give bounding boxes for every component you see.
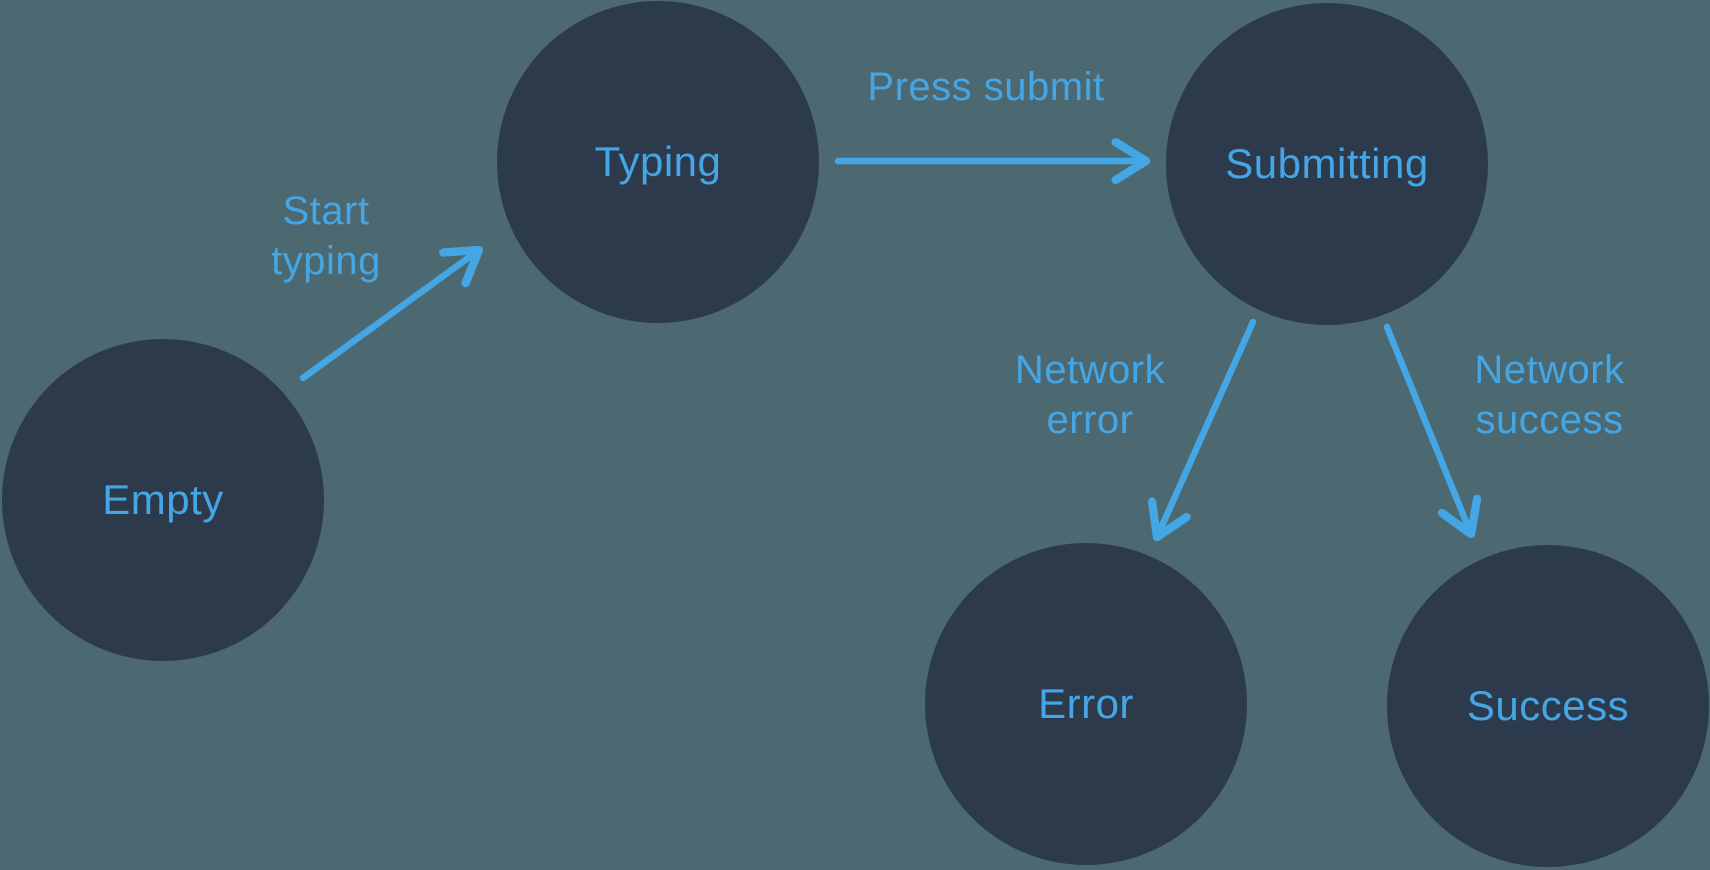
arrow-submitting-to-success <box>1383 323 1471 534</box>
state-node-label: Typing <box>594 138 722 185</box>
edge-label-network-success: Network success <box>1474 348 1625 442</box>
state-node-success: Success <box>1387 545 1709 867</box>
state-node-label: Empty <box>102 476 224 523</box>
state-node-label: Error <box>1038 680 1134 727</box>
state-node-label: Submitting <box>1225 140 1429 187</box>
state-node-submitting: Submitting <box>1166 3 1488 325</box>
arrow-empty-to-typing <box>299 250 479 382</box>
edge-label-network-error: Network error <box>1014 348 1166 442</box>
edge-label-start-typing: Start typing <box>271 189 381 283</box>
state-node-label: Success <box>1466 682 1630 729</box>
edge-label-press-submit: Press submit <box>867 65 1105 109</box>
arrow-submitting-to-error <box>1157 318 1257 537</box>
state-node-typing: Typing <box>497 1 819 323</box>
state-node-empty: Empty <box>2 339 324 661</box>
state-node-error: Error <box>925 543 1247 865</box>
